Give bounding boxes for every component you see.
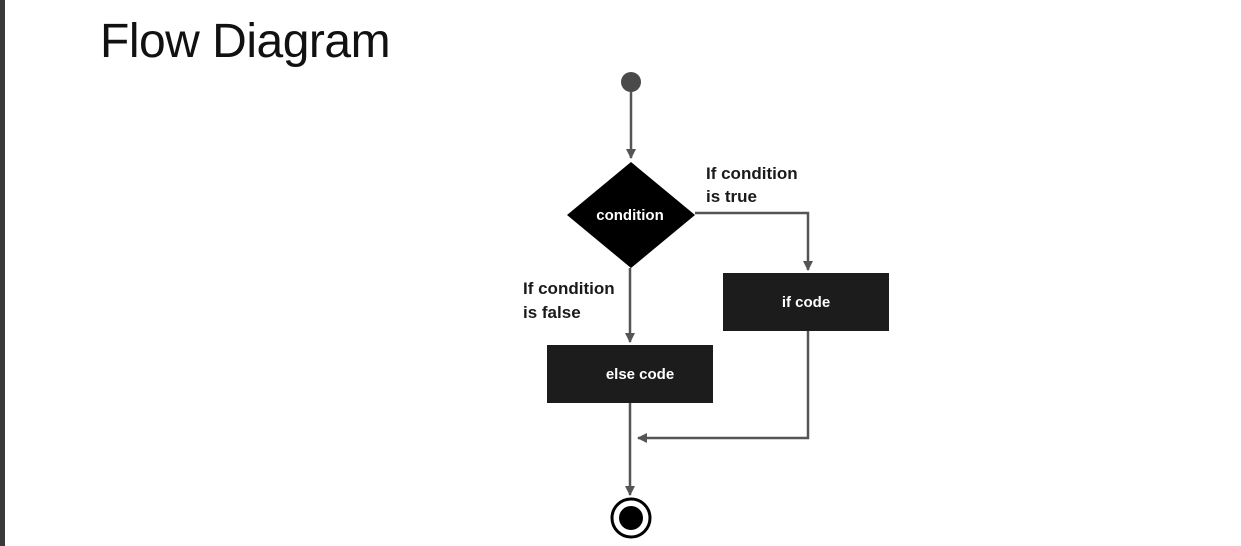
true-branch-label: If condition is true (706, 164, 802, 206)
arrow-true-branch (695, 211, 813, 271)
else-code-box (547, 345, 713, 403)
slide-title: Flow Diagram (100, 15, 391, 68)
true-branch-label-line2: is true (706, 187, 757, 206)
arrow-if-to-merge (637, 331, 810, 443)
condition-diamond (567, 162, 695, 268)
false-branch-label: If condition is false (523, 279, 619, 322)
left-edge-bar (0, 0, 5, 546)
condition-label: condition (596, 207, 664, 224)
else-code-label: else code (606, 366, 674, 383)
false-branch-label-line1: If condition (523, 279, 615, 298)
true-branch-label-line1: If condition (706, 164, 798, 183)
if-code-label: if code (782, 294, 830, 311)
start-node (621, 72, 641, 92)
false-branch-label-line2: is false (523, 303, 581, 322)
end-node-core (619, 506, 643, 530)
end-node (610, 497, 652, 539)
if-code-box (723, 273, 889, 331)
